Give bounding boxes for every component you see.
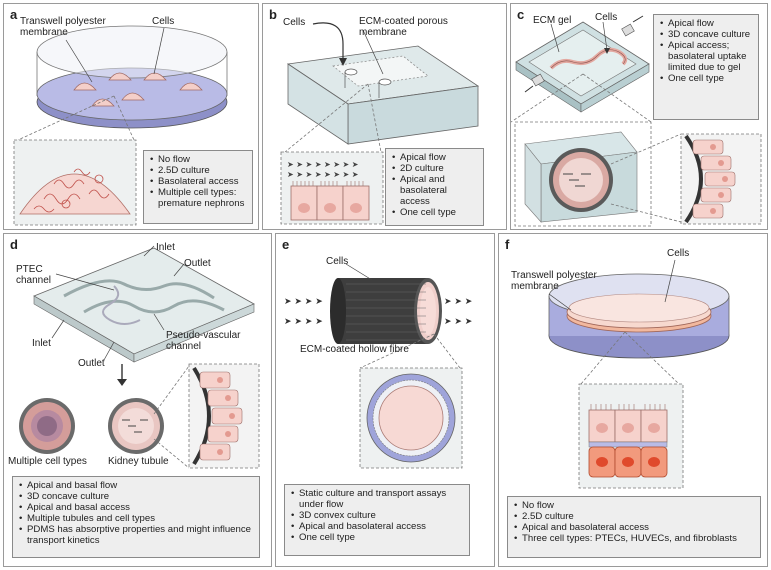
svg-text:➤ ➤ ➤: ➤ ➤ ➤ bbox=[444, 317, 473, 327]
hollow-fibre bbox=[330, 278, 442, 344]
panel-b-membrane-label: ECM-coated porous membrane bbox=[359, 16, 448, 38]
list-item: Apical and basolateral access bbox=[291, 521, 464, 532]
panel-c-illustration bbox=[511, 15, 762, 227]
flow-arrows: ➤ ➤ ➤ ➤ ➤ ➤ ➤ ➤ ➤ ➤ ➤ ➤ ➤ ➤ ➤ ➤ bbox=[287, 160, 359, 179]
list-item: Basolateral access bbox=[150, 176, 247, 187]
list-item: Apical access; basolateral uptake limite… bbox=[660, 40, 753, 73]
panel-b-letter: b bbox=[269, 7, 277, 22]
panel-f-letter: f bbox=[505, 237, 510, 252]
panel-f-illustration bbox=[548, 259, 730, 489]
chip-side bbox=[287, 63, 349, 145]
panel-d-multi-label: Multiple cell types bbox=[8, 456, 87, 467]
panel-f-cells-label: Cells bbox=[667, 248, 690, 259]
flow-arrows: ➤ ➤ ➤ ➤ ➤ ➤ ➤ ➤ ➤ ➤ ➤ ➤ ➤ ➤ bbox=[284, 297, 473, 327]
list-item: 2D culture bbox=[392, 163, 478, 174]
list-item: One cell type bbox=[660, 73, 753, 84]
svg-text:➤ ➤ ➤: ➤ ➤ ➤ bbox=[444, 297, 473, 307]
panel-d: d bbox=[3, 233, 272, 567]
panel-b-cells-label: Cells bbox=[283, 17, 306, 28]
panel-e-illustration: ➤ ➤ ➤ ➤ ➤ ➤ ➤ ➤ ➤ ➤ ➤ ➤ ➤ ➤ bbox=[284, 263, 473, 469]
list-item: Three cell types: PTECs, HUVECs, and fib… bbox=[514, 533, 755, 544]
panel-d-bullets: Apical and basal flow 3D concave culture… bbox=[12, 476, 260, 558]
list-item: PDMS has absorptive properties and might… bbox=[19, 524, 254, 546]
list-item: Apical and basal access bbox=[19, 502, 254, 513]
svg-text:➤ ➤ ➤ ➤ ➤ ➤ ➤ ➤: ➤ ➤ ➤ ➤ ➤ ➤ ➤ ➤ bbox=[287, 170, 359, 179]
organoids bbox=[73, 72, 203, 107]
panel-d-illustration bbox=[19, 245, 260, 469]
list-item: Multiple tubules and cell types bbox=[19, 513, 254, 524]
svg-text:➤ ➤ ➤ ➤: ➤ ➤ ➤ ➤ bbox=[284, 317, 323, 327]
panel-d-inlet-bottom: Inlet bbox=[32, 338, 51, 349]
panel-e: e ➤ ➤ ➤ ➤ ➤ ➤ ➤ ➤ ➤ ➤ ➤ ➤ ➤ ➤ bbox=[275, 233, 495, 567]
list-item: Apical and basolateral access bbox=[514, 522, 755, 533]
svg-text:➤ ➤ ➤ ➤ ➤ ➤ ➤ ➤: ➤ ➤ ➤ ➤ ➤ ➤ ➤ ➤ bbox=[287, 160, 359, 169]
panel-d-letter: d bbox=[10, 237, 18, 252]
list-item: Apical and basal flow bbox=[19, 480, 254, 491]
panel-c-bullets: Apical flow 3D concave culture Apical ac… bbox=[653, 14, 759, 120]
list-item: 2.5D culture bbox=[514, 511, 755, 522]
kidney-tubule bbox=[108, 398, 164, 454]
list-item: 3D concave culture bbox=[660, 29, 753, 40]
panel-c-cells-label: Cells bbox=[595, 12, 618, 23]
list-item: One cell type bbox=[291, 532, 464, 543]
panel-e-cells-label: Cells bbox=[326, 256, 349, 267]
list-item: No flow bbox=[514, 500, 755, 511]
panel-e-letter: e bbox=[282, 237, 290, 252]
panel-c-letter: c bbox=[517, 7, 525, 22]
list-item: No flow bbox=[150, 154, 247, 165]
list-item: 2.5D culture bbox=[150, 165, 247, 176]
panel-c-zoom-box bbox=[514, 121, 652, 227]
panel-b-bullets: Apical flow 2D culture Apical and basola… bbox=[385, 148, 484, 226]
list-item: Static culture and transport assays unde… bbox=[291, 488, 464, 510]
list-item: 3D concave culture bbox=[19, 491, 254, 502]
panel-f-bullets: No flow 2.5D culture Apical and basolate… bbox=[507, 496, 761, 558]
panel-f: f bbox=[498, 233, 768, 567]
panel-b-illustration: ➤ ➤ ➤ ➤ ➤ ➤ ➤ ➤ ➤ ➤ ➤ ➤ ➤ ➤ ➤ ➤ bbox=[280, 22, 480, 225]
panel-e-bullets: Static culture and transport assays unde… bbox=[284, 484, 470, 556]
panel-a-bullets: No flow 2.5D culture Basolateral access … bbox=[143, 150, 253, 224]
panel-b: b ➤ ➤ ➤ ➤ ➤ ➤ ➤ ➤ ➤ ➤ ➤ ➤ ➤ ➤ ➤ ➤ bbox=[262, 3, 507, 230]
panel-d-pseudo-label: Pseudo-vascular channel bbox=[166, 330, 241, 352]
panel-c-gel-label: ECM gel bbox=[533, 15, 572, 26]
panel-d-kidney-label: Kidney tubule bbox=[108, 456, 169, 467]
panel-d-ptec-label: PTEC channel bbox=[16, 264, 52, 286]
panel-e-fibre-label: ECM-coated hollow fibre bbox=[300, 344, 409, 355]
panel-c: c bbox=[510, 3, 768, 230]
list-item: Multiple cell types: premature nephrons bbox=[150, 187, 247, 209]
panel-a-illustration bbox=[13, 25, 228, 226]
list-item: Apical and basolateral access bbox=[392, 174, 478, 207]
panel-a-membrane-label: Transwell polyester membrane bbox=[20, 16, 106, 38]
list-item: One cell type bbox=[392, 207, 478, 218]
list-item: Apical flow bbox=[660, 18, 753, 29]
panel-f-membrane-label: Transwell polyester membrane bbox=[511, 270, 597, 292]
list-item: 3D convex culture bbox=[291, 510, 464, 521]
panel-d-outlet-bottom: Outlet bbox=[78, 358, 105, 369]
panel-d-inlet-top: Inlet bbox=[156, 242, 175, 253]
panel-a-letter: a bbox=[10, 7, 18, 22]
panel-d-outlet-top: Outlet bbox=[184, 258, 211, 269]
panel-a-cells-label: Cells bbox=[152, 16, 175, 27]
list-item: Apical flow bbox=[392, 152, 478, 163]
panel-a: a bbox=[3, 3, 259, 230]
svg-text:➤ ➤ ➤ ➤: ➤ ➤ ➤ ➤ bbox=[284, 297, 323, 307]
multiple-cell-types-tubule bbox=[19, 398, 75, 454]
